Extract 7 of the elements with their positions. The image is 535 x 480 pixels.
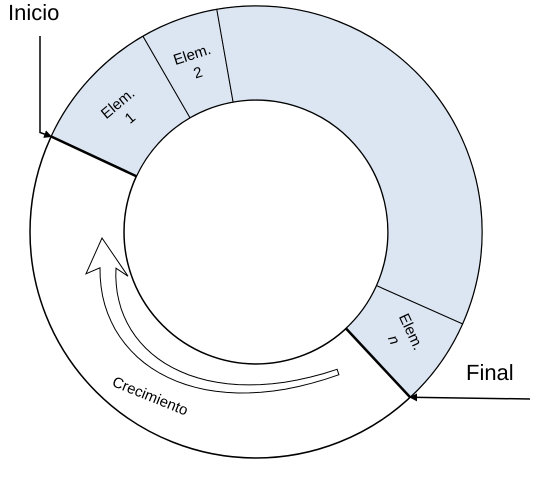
buffer-element-sector xyxy=(344,283,465,400)
pointer-label: Inicio xyxy=(8,0,80,36)
element-label: Elem. n xyxy=(382,310,428,355)
pointer-label: Final xyxy=(466,360,530,399)
leader-line xyxy=(39,36,52,138)
element-label: Elem. 2 xyxy=(170,40,214,84)
leader-line xyxy=(409,393,530,402)
